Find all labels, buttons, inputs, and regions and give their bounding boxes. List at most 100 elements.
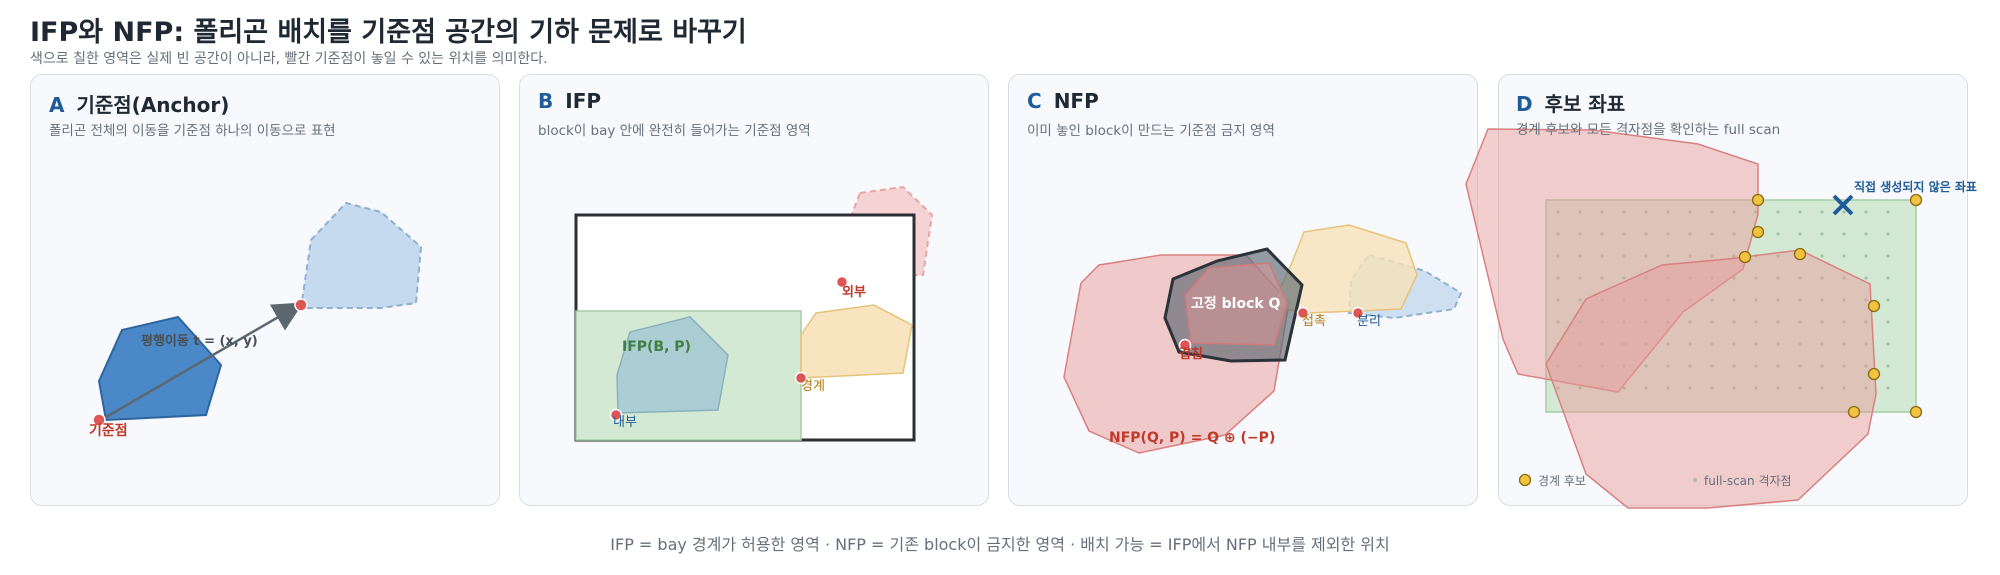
grid-point <box>1578 254 1582 258</box>
grid-point <box>1600 298 1604 302</box>
grid-point <box>1688 254 1692 258</box>
translated-anchor-point <box>294 298 308 312</box>
grid-point <box>1600 232 1604 236</box>
overlap-anchor <box>1178 338 1192 352</box>
grid-point <box>1644 210 1648 214</box>
grid-point <box>1754 386 1758 390</box>
ifp-label: IFP(B, P) <box>622 339 691 355</box>
grid-point <box>1556 386 1560 390</box>
boundary-block <box>800 304 913 379</box>
panel-description: 폴리곤 전체의 이동을 기준점 하나의 이동으로 표현 <box>49 123 336 139</box>
grid-point <box>1666 364 1670 368</box>
legend-grid-marker <box>1693 478 1697 482</box>
grid-point <box>1710 386 1714 390</box>
grid-point <box>1578 276 1582 280</box>
grid-point <box>1820 298 1824 302</box>
grid-point <box>1842 320 1846 324</box>
grid-point <box>1798 276 1802 280</box>
grid-point <box>1556 364 1560 368</box>
grid-point <box>1710 342 1714 346</box>
grid-point <box>1556 320 1560 324</box>
grid-point <box>1622 342 1626 346</box>
grid-point <box>1600 342 1604 346</box>
boundary-label: 경계 <box>801 379 825 394</box>
grid-point <box>1776 298 1780 302</box>
candidate-point <box>1751 193 1765 207</box>
grid-point <box>1578 364 1582 368</box>
grid-point <box>1622 320 1626 324</box>
candidate-point <box>1867 367 1881 381</box>
grid-point <box>1688 386 1692 390</box>
grid-point <box>1864 386 1868 390</box>
page-title: IFP와 NFP: 폴리곤 배치를 기준점 공간의 기하 문제로 바꾸기 <box>30 17 747 48</box>
grid-point <box>1820 364 1824 368</box>
overlap-block <box>1184 262 1288 346</box>
grid-point <box>1842 298 1846 302</box>
grid-point <box>1666 342 1670 346</box>
ifp-diagram: IFP(B, P) 내부 경계 외부 <box>574 185 934 442</box>
grid-point <box>1754 320 1758 324</box>
grid-point <box>1776 210 1780 214</box>
outside-anchor <box>835 275 849 289</box>
grid-point <box>1556 276 1560 280</box>
grid-point <box>1710 232 1714 236</box>
grid-point <box>1864 342 1868 346</box>
grid-point <box>1556 210 1560 214</box>
anchor-label: 기준점 <box>89 422 128 439</box>
grid-point <box>1600 364 1604 368</box>
panel-description: 이미 놓인 block이 만드는 기준점 금지 영역 <box>1027 123 1275 139</box>
grid-point <box>1886 386 1890 390</box>
grid-point <box>1688 364 1692 368</box>
candidate-point <box>1847 405 1861 419</box>
nfp-diagram: 고정 block Q 겹침 접촉 분리 NFP(Q, P) = Q ⊕ (−P) <box>1063 224 1463 454</box>
grid-point <box>1556 232 1560 236</box>
candidate-point <box>1793 247 1807 261</box>
grid-point <box>1864 364 1868 368</box>
grid-point <box>1798 386 1802 390</box>
grid-point <box>1864 210 1868 214</box>
grid-point <box>1754 342 1758 346</box>
cross-icon <box>1832 194 1854 216</box>
grid-point <box>1622 254 1626 258</box>
grid-point <box>1754 210 1758 214</box>
fixed-block <box>1163 247 1304 363</box>
grid-point <box>1798 210 1802 214</box>
grid-point <box>1600 210 1604 214</box>
grid-point <box>1732 298 1736 302</box>
grid-point <box>1776 364 1780 368</box>
anchor-point <box>92 413 106 427</box>
grid-point <box>1644 276 1648 280</box>
grid-point <box>1776 254 1780 258</box>
grid-point <box>1688 232 1692 236</box>
grid-point <box>1842 386 1846 390</box>
grid-point <box>1688 298 1692 302</box>
grid-point <box>1688 210 1692 214</box>
grid-point <box>1644 254 1648 258</box>
grid-point <box>1754 364 1758 368</box>
grid-points <box>1556 210 1890 390</box>
grid-point <box>1666 320 1670 324</box>
panel-letter: A <box>49 93 65 117</box>
grid-point <box>1886 254 1890 258</box>
candidate-point <box>1909 405 1923 419</box>
grid-point <box>1798 364 1802 368</box>
candidate-point <box>1751 225 1765 239</box>
candidate-point <box>1738 250 1752 264</box>
grid-point <box>1644 386 1648 390</box>
nfp-formula: NFP(Q, P) = Q ⊕ (−P) <box>1109 430 1275 446</box>
grid-point <box>1776 232 1780 236</box>
grid-point <box>1578 232 1582 236</box>
grid-point <box>1798 320 1802 324</box>
translation-label: 평행이동 t = (x, y) <box>141 333 258 349</box>
grid-point <box>1666 386 1670 390</box>
not-generated-label: 직접 생성되지 않은 좌표 <box>1854 179 1977 194</box>
ifp-region <box>1545 199 1917 413</box>
grid-point <box>1776 386 1780 390</box>
panel-title: IFP <box>565 89 602 113</box>
panel-letter: B <box>538 89 554 113</box>
grid-point <box>1886 232 1890 236</box>
grid-point <box>1864 232 1868 236</box>
